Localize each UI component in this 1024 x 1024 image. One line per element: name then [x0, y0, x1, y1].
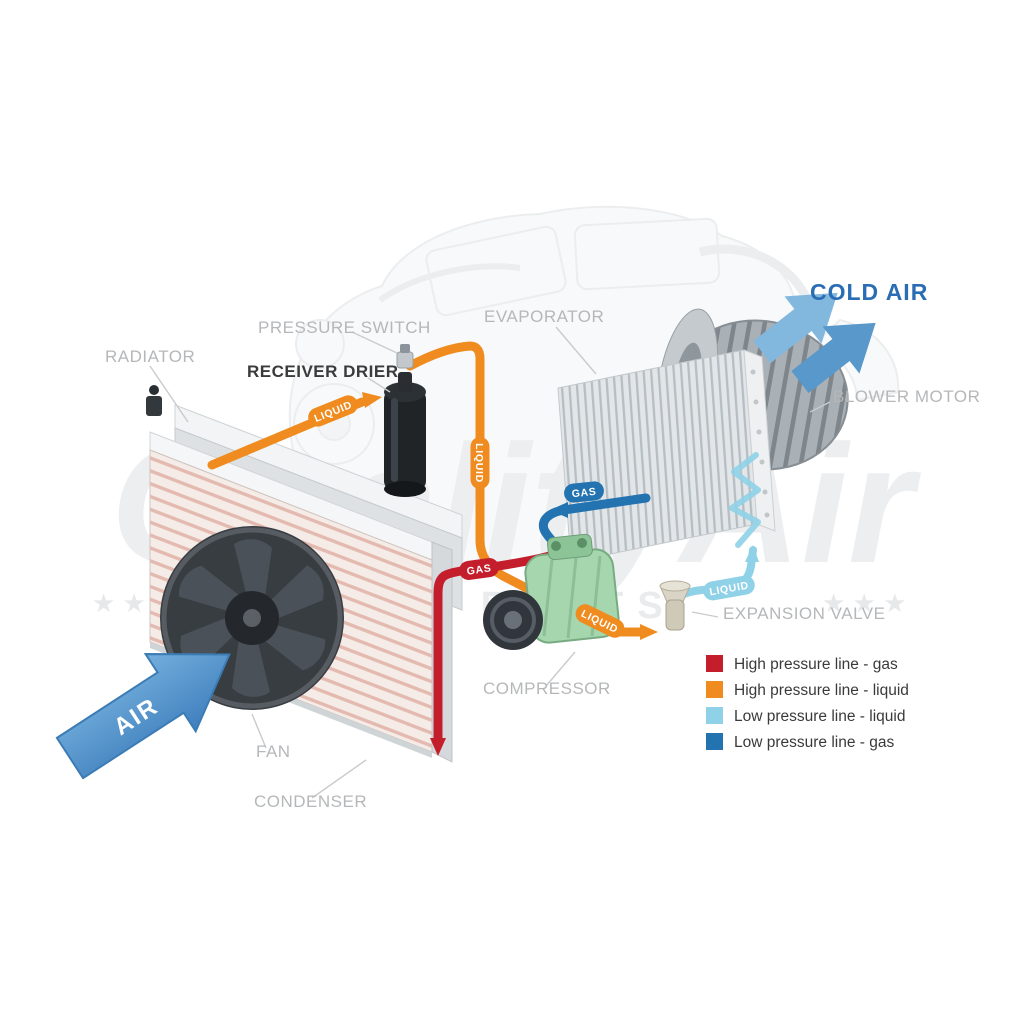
watermark-stars-right: ★ ★ ★ [822, 588, 906, 618]
component-labels: RADIATOR PRESSURE SWITCH RECEIVER DRIER … [105, 279, 980, 811]
legend-swatch-hp-gas [706, 655, 723, 672]
pipe-label-text: GAS [466, 562, 492, 577]
pipe-label-gas-suction: GAS [564, 481, 604, 503]
pipe-label-gas-discharge: GAS [459, 558, 499, 580]
legend-label-hp-liquid: High pressure line - liquid [734, 682, 909, 699]
arrow-into-condenser [430, 738, 446, 756]
arrow-suction [550, 502, 568, 518]
legend-label-lp-gas: Low pressure line - gas [734, 734, 894, 751]
pipe-label-text: GAS [571, 486, 597, 501]
arrow-into-drier [362, 392, 382, 408]
suction-line-coil [729, 452, 761, 548]
legend-swatch-lp-liquid [706, 707, 723, 724]
pipe-chip [470, 437, 490, 489]
pipe-label-liquid-condenser: LIQUID [308, 395, 358, 427]
legend: High pressure line - gas High pressure l… [706, 655, 909, 751]
leader-blower-motor [809, 401, 831, 413]
label-expansion-valve: EXPANSION VALVE [723, 604, 885, 623]
leader-pressure-switch [351, 331, 398, 354]
arrow-into-evaporator [745, 545, 759, 562]
label-receiver-drier: RECEIVER DRIER [247, 362, 399, 381]
pipe-chip [703, 575, 755, 601]
label-condenser: CONDENSER [254, 792, 367, 811]
label-pressure-switch: PRESSURE SWITCH [258, 318, 431, 337]
leader-condenser [311, 759, 367, 799]
pressure-switch-illustration [396, 344, 414, 369]
leader-evaporator [555, 326, 597, 375]
air-arrow: AIR [55, 653, 231, 780]
pipe-chip [308, 395, 358, 427]
cold-air-arrow-icon [791, 322, 876, 394]
leader-receiver-drier [367, 377, 391, 393]
leader-expansion-valve [691, 611, 719, 618]
expansion-valve-illustration [659, 580, 691, 631]
label-radiator: RADIATOR [105, 347, 195, 366]
cold-air-arrow-icon [753, 292, 838, 364]
label-fan: FAN [256, 742, 291, 761]
legend-label-hp-gas: High pressure line - gas [734, 656, 898, 673]
pipe-label-liquid-lowpressure: LIQUID [703, 575, 755, 601]
pipe-chip [564, 481, 604, 503]
label-cold-air: COLD AIR [810, 279, 928, 305]
label-compressor: COMPRESSOR [483, 679, 611, 698]
arrow-into-valve [640, 624, 658, 640]
air-arrow-icon [55, 653, 231, 780]
label-evaporator: EVAPORATOR [484, 307, 604, 326]
leader-compressor [545, 651, 576, 687]
pipe-label-text: LIQUID [473, 443, 485, 483]
radiator-bracket [146, 396, 162, 416]
pipe-chip [459, 558, 499, 580]
pipe-label-liquid-downpipe: LIQUID [470, 437, 490, 489]
leader-radiator [149, 365, 189, 423]
legend-swatch-lp-gas [706, 733, 723, 750]
pipe-chip [575, 604, 625, 638]
leader-lines [149, 326, 831, 799]
leader-fan [251, 713, 267, 749]
receiver-drier-illustration [384, 372, 426, 497]
cold-air-arrows [753, 292, 876, 394]
legend-label-lp-liquid: Low pressure line - liquid [734, 708, 905, 725]
label-blower-motor: BLOWER MOTOR [833, 387, 980, 406]
legend-swatch-hp-liquid [706, 681, 723, 698]
